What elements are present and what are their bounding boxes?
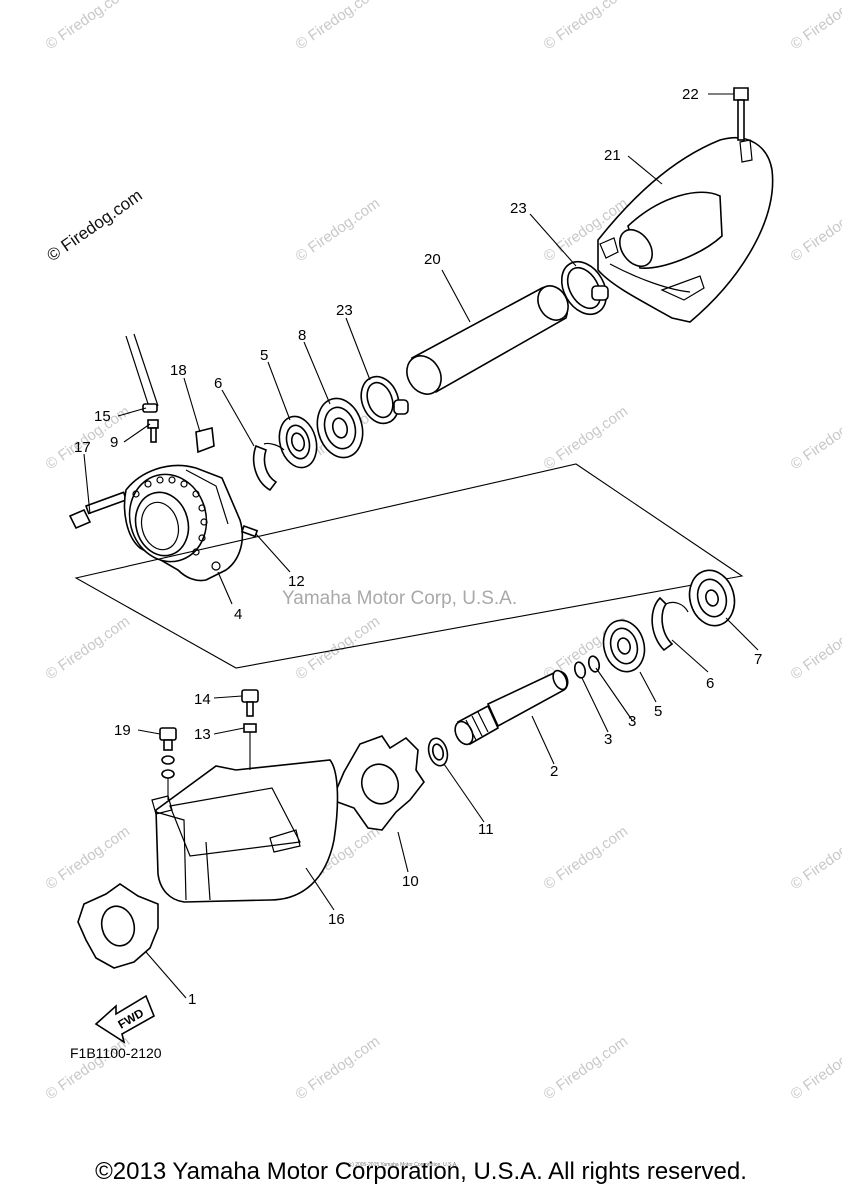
part-1-rubber-coupler	[77, 883, 159, 969]
watermark: © Firedog.com	[788, 0, 842, 53]
callout-11: 11	[478, 821, 494, 838]
part-19-bolt	[159, 727, 177, 800]
callout-20: 20	[424, 251, 441, 268]
callout-23: 23	[510, 200, 527, 217]
callout-3: 3	[604, 731, 612, 748]
part-22-bolt	[733, 87, 749, 141]
part-6-circlip-lower	[651, 596, 689, 652]
callout-6: 6	[214, 375, 222, 392]
part-2-shaft	[454, 669, 569, 746]
callout-18: 18	[170, 362, 187, 379]
callout-21: 21	[604, 147, 621, 164]
callout-23: 23	[336, 302, 353, 319]
part-8-bearing	[316, 397, 364, 459]
watermark: © Firedog.com	[788, 613, 842, 683]
part-23-clamp-lower	[360, 375, 409, 425]
callout-5: 5	[654, 703, 662, 720]
callout-5: 5	[260, 347, 268, 364]
watermark-large: © Firedog.com	[43, 186, 145, 266]
part-13-collar	[243, 723, 257, 770]
callout-2: 2	[550, 763, 558, 780]
watermark: © Firedog.com	[293, 195, 384, 265]
watermark: © Firedog.com	[293, 613, 384, 683]
part-10-coupler	[330, 735, 425, 831]
part-7-bearing	[688, 569, 736, 627]
watermark: © Firedog.com	[788, 1033, 842, 1103]
watermark: © Firedog.com	[43, 1033, 134, 1103]
callout-7: 7	[754, 651, 762, 668]
watermark: © Firedog.com	[788, 195, 842, 265]
part-5-seal-upper	[278, 415, 318, 469]
watermark-center: Yamaha Motor Corp, U.S.A.	[282, 588, 517, 609]
assembly-outline	[74, 463, 744, 669]
callout-1: 1	[188, 991, 196, 1008]
part-5-seal-lower	[602, 619, 646, 673]
callout-13: 13	[194, 726, 211, 743]
part-11-washer	[427, 737, 449, 767]
copyright-notice: ©2013 Yamaha Motor Corporation, U.S.A. A…	[95, 1158, 747, 1185]
watermark: © Firedog.com	[541, 403, 632, 473]
callout-22: 22	[682, 86, 699, 103]
callout-8: 8	[298, 327, 306, 344]
part-4-housing	[123, 464, 244, 582]
part-16-cover	[151, 759, 339, 903]
small-print: (c) 2005-2015 Yamaha Motor Corporation, …	[348, 1162, 458, 1168]
part-6-circlip-upper	[252, 442, 285, 492]
callout-9: 9	[110, 434, 118, 451]
callouts: 22 21 23 20 23 8 5 6 18 15 9 17 12 4 7 6…	[74, 86, 762, 1008]
watermark: © Firedog.com	[541, 0, 632, 53]
part-12-pin	[240, 524, 259, 538]
part-3-o-rings	[573, 655, 601, 679]
part-18-plate	[195, 427, 215, 454]
watermark: © Firedog.com	[293, 0, 384, 53]
part-21-intake-duct	[597, 136, 774, 323]
callout-6: 6	[706, 675, 714, 692]
callout-10: 10	[402, 873, 419, 890]
hose-and-fittings	[125, 333, 159, 443]
callout-14: 14	[194, 691, 211, 708]
watermark: © Firedog.com	[43, 613, 134, 683]
part-20-tube	[406, 285, 569, 395]
fwd-arrow-icon: FWD	[94, 994, 156, 1044]
watermark: © Firedog.com	[293, 1033, 384, 1103]
part-14-bolt	[241, 689, 259, 717]
callout-16: 16	[328, 911, 345, 928]
callout-15: 15	[94, 408, 111, 425]
leader-lines	[83, 93, 759, 999]
callout-17: 17	[74, 439, 91, 456]
watermark: © Firedog.com	[43, 0, 134, 53]
callout-4: 4	[234, 606, 242, 623]
watermark: © Firedog.com	[788, 823, 842, 893]
callout-19: 19	[114, 722, 131, 739]
watermark: © Firedog.com	[541, 823, 632, 893]
part-17-bolt	[68, 491, 128, 530]
watermark: © Firedog.com	[788, 403, 842, 473]
diagram-code: F1B1100-2120	[70, 1045, 162, 1061]
watermark: © Firedog.com	[43, 823, 134, 893]
part-23-clamp-upper	[560, 260, 609, 316]
callout-12: 12	[288, 573, 305, 590]
callout-3: 3	[628, 713, 636, 730]
watermark: © Firedog.com	[541, 1033, 632, 1103]
